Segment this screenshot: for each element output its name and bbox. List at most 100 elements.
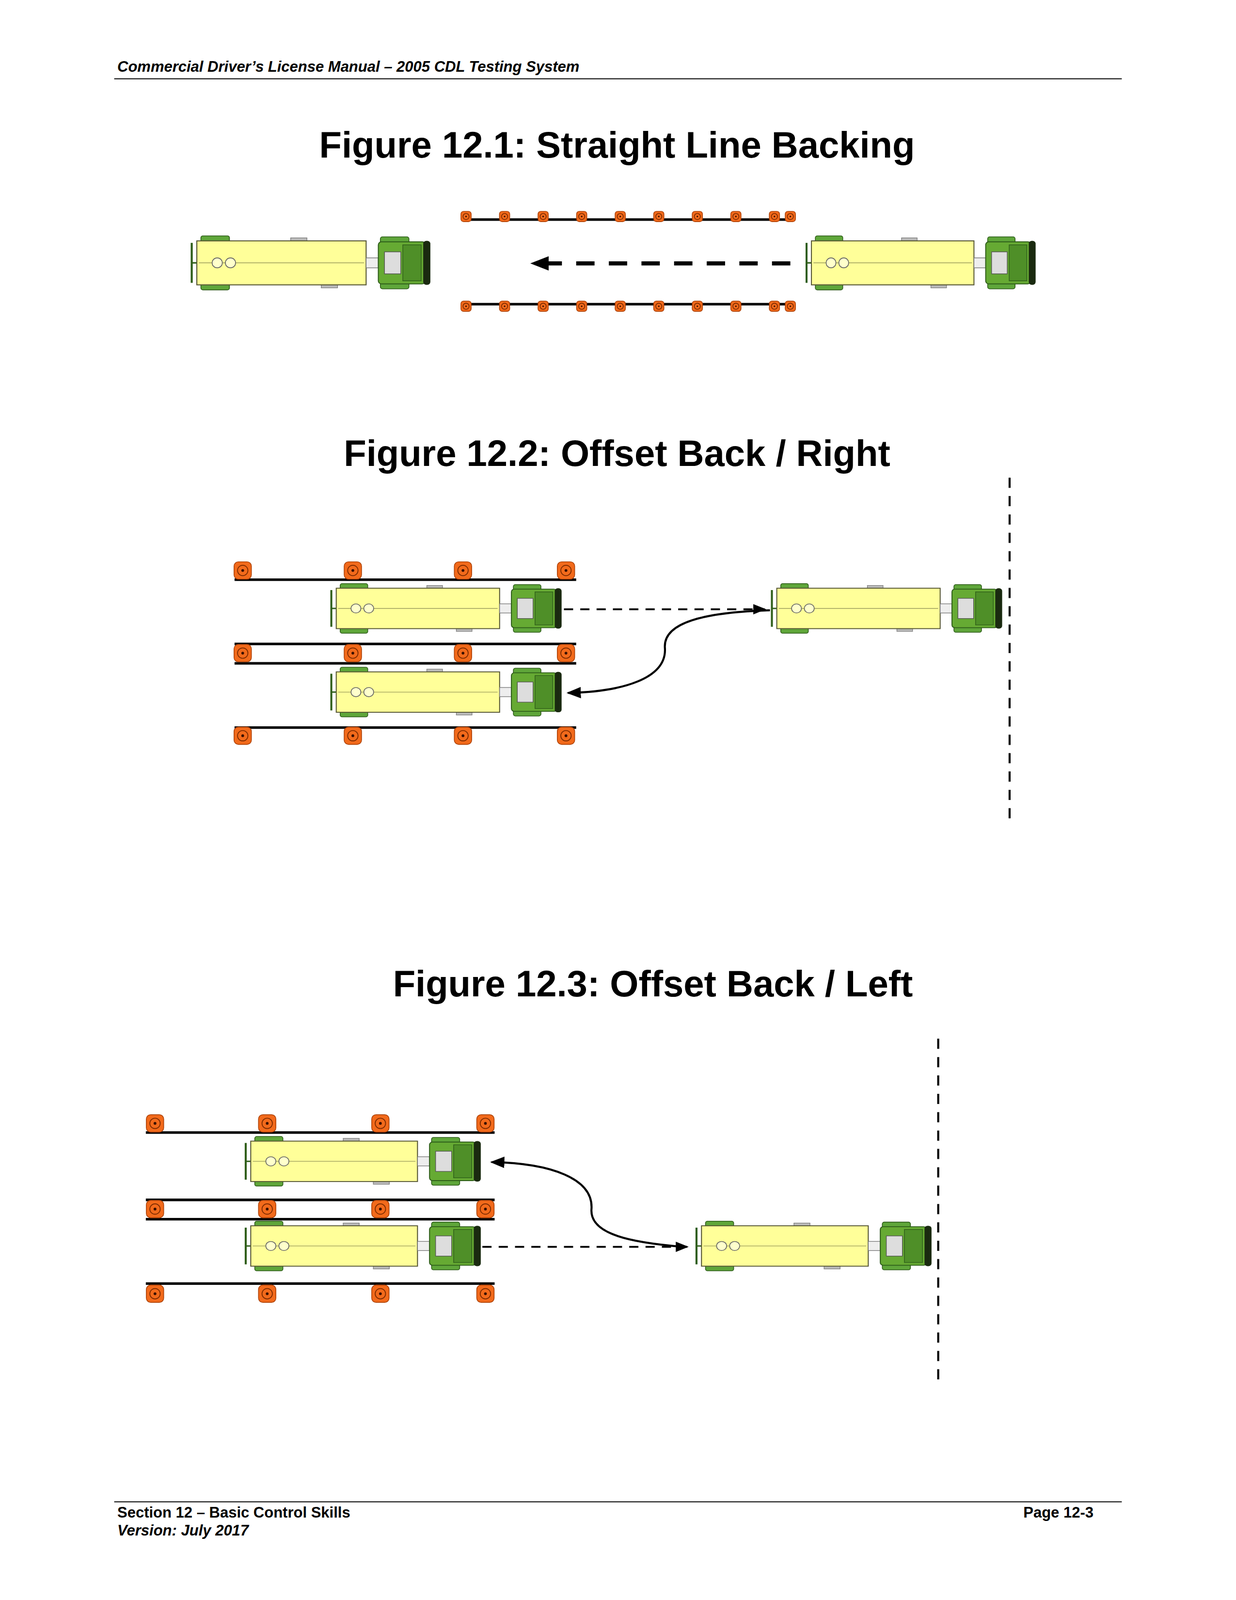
traffic-cone xyxy=(371,1284,390,1302)
traffic-cone xyxy=(344,727,362,745)
traffic-cone xyxy=(617,213,624,220)
traffic-cone xyxy=(461,734,465,738)
traffic-cone xyxy=(578,213,586,220)
figure-title: Figure 12.2: Offset Back / Right xyxy=(343,431,891,475)
traffic-cone xyxy=(653,301,665,312)
traffic-cone xyxy=(344,644,362,662)
traffic-cone xyxy=(564,651,568,655)
traffic-cone xyxy=(789,215,792,218)
traffic-cone xyxy=(769,211,780,222)
figure-title: Figure 12.3: Offset Back / Left xyxy=(393,962,914,1005)
traffic-cone xyxy=(454,561,472,580)
traffic-cone xyxy=(262,1117,273,1128)
traffic-cone xyxy=(149,1117,160,1128)
traffic-cone xyxy=(476,1200,495,1218)
traffic-cone xyxy=(576,301,587,312)
traffic-cone xyxy=(375,1203,386,1214)
traffic-cone xyxy=(462,213,470,220)
traffic-cone xyxy=(146,1200,164,1218)
traffic-cone xyxy=(539,302,547,310)
traffic-cone xyxy=(457,647,468,658)
traffic-cone xyxy=(454,727,472,745)
traffic-cone xyxy=(461,651,465,655)
truck-illustration xyxy=(806,235,1036,290)
traffic-cone xyxy=(351,651,355,655)
figure-title: Figure 12.1: Straight Line Backing xyxy=(319,123,916,166)
traffic-cone xyxy=(564,734,568,738)
traffic-cone xyxy=(258,1114,276,1132)
traffic-cone xyxy=(619,305,621,307)
traffic-cone xyxy=(351,734,355,738)
traffic-cone xyxy=(542,215,544,218)
traffic-cone xyxy=(465,215,467,218)
truck-illustration xyxy=(331,583,562,634)
traffic-cone xyxy=(730,301,742,312)
traffic-cone xyxy=(564,569,568,572)
traffic-cone xyxy=(234,727,252,745)
traffic-cone xyxy=(773,305,776,307)
page-number: Page 12-3 xyxy=(1023,1503,1094,1522)
traffic-cone xyxy=(619,215,621,218)
traffic-cone xyxy=(787,213,794,220)
traffic-cone xyxy=(262,1203,273,1214)
traffic-cone xyxy=(375,1117,386,1128)
traffic-cone xyxy=(580,215,583,218)
traffic-cone xyxy=(484,1121,488,1125)
traffic-cone xyxy=(499,301,510,312)
traffic-cone xyxy=(476,1114,495,1132)
traffic-cone xyxy=(692,301,703,312)
traffic-cone xyxy=(241,734,245,738)
traffic-cone xyxy=(732,213,740,220)
traffic-cone xyxy=(578,302,586,310)
truck-illustration xyxy=(331,666,562,717)
traffic-cone xyxy=(732,302,740,310)
traffic-cone xyxy=(785,301,796,312)
header-text: Commercial Driver’s License Manual – 200… xyxy=(117,58,580,76)
traffic-cone xyxy=(461,569,465,572)
traffic-cone xyxy=(480,1288,491,1299)
traffic-cone xyxy=(457,565,468,576)
traffic-cone xyxy=(153,1291,157,1295)
truck-illustration xyxy=(245,1136,481,1186)
traffic-cone xyxy=(460,211,472,222)
traffic-cone xyxy=(241,569,245,572)
traffic-cone xyxy=(773,215,776,218)
traffic-cone xyxy=(560,730,571,741)
traffic-cone xyxy=(258,1284,276,1302)
traffic-cone xyxy=(265,1207,269,1211)
footer-version: Version: July 2017 xyxy=(117,1521,249,1539)
traffic-cone xyxy=(655,302,663,310)
traffic-cone xyxy=(735,305,737,307)
traffic-cone xyxy=(379,1207,382,1211)
traffic-cone xyxy=(539,213,547,220)
traffic-cone xyxy=(735,215,737,218)
traffic-cone xyxy=(692,211,703,222)
traffic-cone xyxy=(771,213,778,220)
traffic-cone xyxy=(462,302,470,310)
traffic-cone xyxy=(237,565,248,576)
truck-illustration xyxy=(191,235,431,290)
traffic-cone xyxy=(615,211,626,222)
traffic-cone xyxy=(501,302,508,310)
traffic-cone xyxy=(265,1121,269,1125)
traffic-cone xyxy=(655,213,663,220)
traffic-cone xyxy=(657,305,660,307)
traffic-cone xyxy=(617,302,624,310)
traffic-cone xyxy=(457,730,468,741)
traffic-cone xyxy=(234,644,252,662)
traffic-cone xyxy=(237,647,248,658)
traffic-cone xyxy=(153,1121,157,1125)
traffic-cone xyxy=(499,211,510,222)
traffic-cone xyxy=(789,305,792,307)
traffic-cone xyxy=(379,1291,382,1295)
traffic-cone xyxy=(146,1284,164,1302)
traffic-cone xyxy=(234,561,252,580)
traffic-cone xyxy=(785,211,796,222)
traffic-cone xyxy=(476,1284,495,1302)
traffic-cone xyxy=(237,730,248,741)
traffic-cone xyxy=(557,727,575,745)
truck-illustration xyxy=(696,1220,932,1271)
traffic-cone xyxy=(730,211,742,222)
traffic-cone xyxy=(149,1288,160,1299)
